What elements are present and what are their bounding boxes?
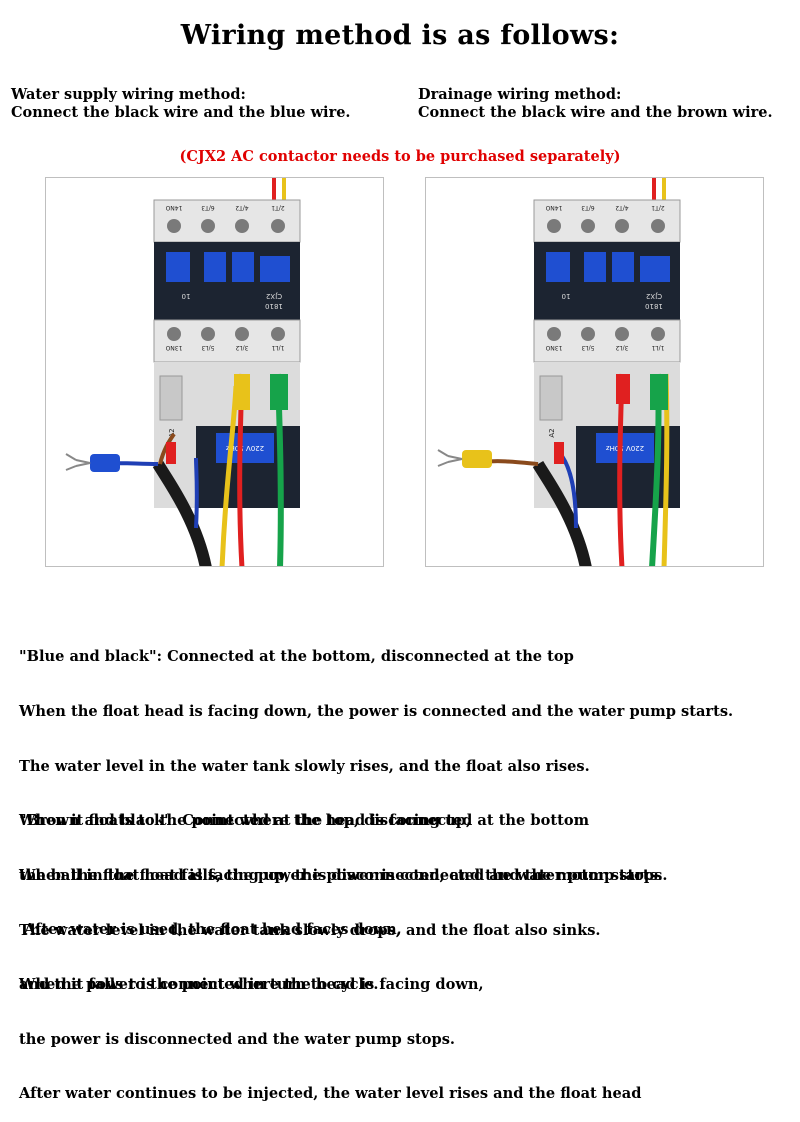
a2-label: A2 — [168, 428, 176, 437]
terminal-label-13no: 13NO — [165, 344, 182, 351]
paragraph-line: The water level in the water tank slowly… — [19, 757, 590, 775]
contact-window — [260, 256, 290, 282]
model-label: CJX2 — [266, 292, 282, 300]
paragraph-line: "Brown and black": Connected at the top,… — [19, 812, 590, 830]
spade-fork — [65, 453, 91, 471]
paragraph-line: When the float head is facing up, the po… — [19, 867, 663, 885]
blue-wire — [560, 454, 578, 529]
water-supply-heading: Water supply wiring method: — [11, 86, 246, 103]
terminal-label-1l1: 1/L1 — [271, 344, 284, 351]
terminal-label-6t3: 6/T3 — [201, 204, 215, 211]
svg-text:2/T1: 2/T1 — [651, 204, 665, 211]
svg-text:10: 10 — [562, 292, 571, 300]
contact-window — [166, 252, 190, 282]
paragraph-line: After water is used, the float head face… — [19, 921, 402, 939]
contactor-illustration: 14NO 6/T3 4/T2 2/T1 10 CJX2 1810 13NO 5/… — [65, 178, 301, 566]
paragraph-line: the ball in the float falls, the power i… — [19, 866, 668, 884]
svg-text:CJX2: CJX2 — [646, 292, 662, 300]
drainage-heading: Drainage wiring method: — [418, 86, 622, 103]
paragraph-line: When the float head is facing down, the … — [19, 703, 734, 721]
a2-terminal — [159, 375, 183, 421]
svg-text:13NO: 13NO — [545, 344, 562, 351]
paragraph-line: the power is disconnected and the water … — [19, 1030, 456, 1048]
drainage-method: Drainage wiring method: Connect the blac… — [418, 86, 773, 122]
water-supply-method: Water supply wiring method: Connect the … — [11, 86, 350, 122]
yellow-spade-connector — [462, 450, 492, 468]
terminal-label-4t2: 4/T2 — [235, 204, 249, 211]
drainage-wiring-photo: 14NO 6/T3 4/T2 2/T1 10 CJX2 1810 13NO 5/… — [425, 177, 764, 567]
svg-text:4/T2: 4/T2 — [615, 204, 629, 211]
contactor-illustration: 14NO 6/T3 4/T2 2/T1 10 CJX2 1810 13NO 5/… — [437, 178, 681, 566]
contact-window — [204, 252, 226, 282]
red-connector — [166, 442, 176, 464]
svg-text:A2: A2 — [548, 428, 556, 437]
aux-label: 10 — [182, 292, 191, 300]
green-connector — [270, 374, 288, 410]
top-screw — [271, 219, 285, 233]
page-title: Wiring method is as follows: — [180, 20, 620, 51]
brown-wire-lead — [483, 459, 539, 466]
svg-text:5/L3: 5/L3 — [581, 344, 594, 351]
terminal-label-2t1: 2/T1 — [271, 204, 285, 211]
paragraph-line: After water continues to be injected, th… — [19, 1085, 642, 1103]
blue-wire — [194, 457, 199, 529]
svg-text:220V 50Hz: 220V 50Hz — [606, 444, 645, 452]
blue-spade-connector — [90, 454, 120, 472]
purchase-note: (CJX2 AC contactor needs to be purchased… — [179, 148, 621, 165]
brown-black-explanation: "Brown and black": Connected at the top,… — [19, 776, 663, 1122]
top-screw — [201, 219, 215, 233]
yellow-connector — [234, 374, 250, 410]
bottom-terminal-block — [153, 319, 301, 363]
coil-spec-label: 220V 50Hz — [226, 444, 265, 452]
top-screw — [167, 219, 181, 233]
paragraph-line: When it floats to the point where the he… — [19, 812, 472, 830]
black-cable — [152, 460, 212, 566]
terminal-label-14no: 14NO — [165, 204, 182, 211]
black-cable — [532, 460, 592, 566]
drainage-text: Connect the black wire and the brown wir… — [418, 104, 773, 121]
svg-text:1/L1: 1/L1 — [651, 344, 664, 351]
paragraph-line: When it falls to the point where the hea… — [19, 976, 484, 994]
coil-label-plate — [216, 433, 274, 463]
svg-text:6/T3: 6/T3 — [581, 204, 595, 211]
water-supply-wiring-photo: 14NO 6/T3 4/T2 2/T1 10 CJX2 1810 13NO 5/… — [45, 177, 384, 567]
terminal-label-5l3: 5/L3 — [201, 344, 214, 351]
contact-window — [232, 252, 254, 282]
rating-label: 1810 — [265, 302, 283, 310]
svg-text:3/L2: 3/L2 — [615, 344, 628, 351]
svg-text:14NO: 14NO — [545, 204, 562, 211]
svg-text:1810: 1810 — [645, 302, 663, 310]
top-screw — [235, 219, 249, 233]
terminal-label-3l2: 3/L2 — [235, 344, 248, 351]
water-supply-text: Connect the black wire and the blue wire… — [11, 104, 351, 121]
paragraph-line: "Blue and black": Connected at the botto… — [19, 648, 574, 666]
paragraph-line: The water level in the water tank slowly… — [19, 921, 601, 939]
